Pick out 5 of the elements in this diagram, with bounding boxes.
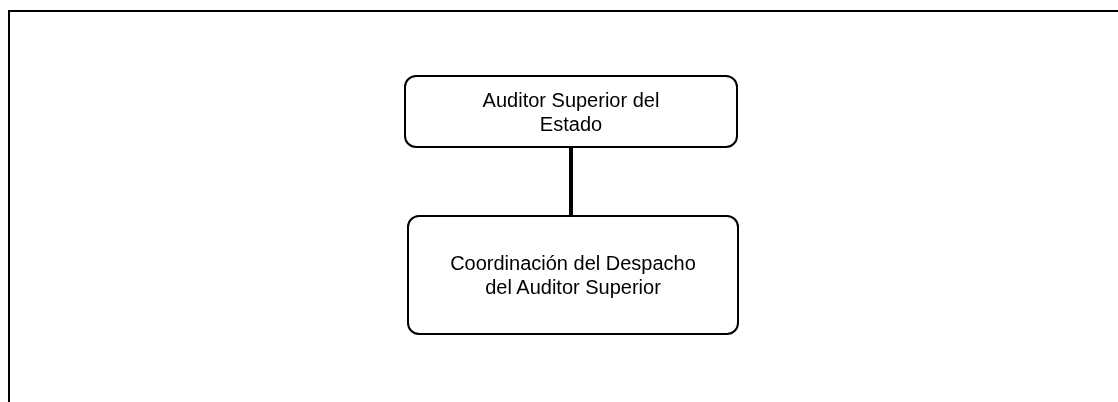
box-label: Coordinación del Despacho del Auditor Superior — [449, 251, 697, 299]
connector-line — [569, 148, 573, 215]
org-box — [407, 215, 739, 335]
org-box — [404, 75, 738, 148]
box-label: Auditor Superior del Estado — [481, 87, 661, 136]
